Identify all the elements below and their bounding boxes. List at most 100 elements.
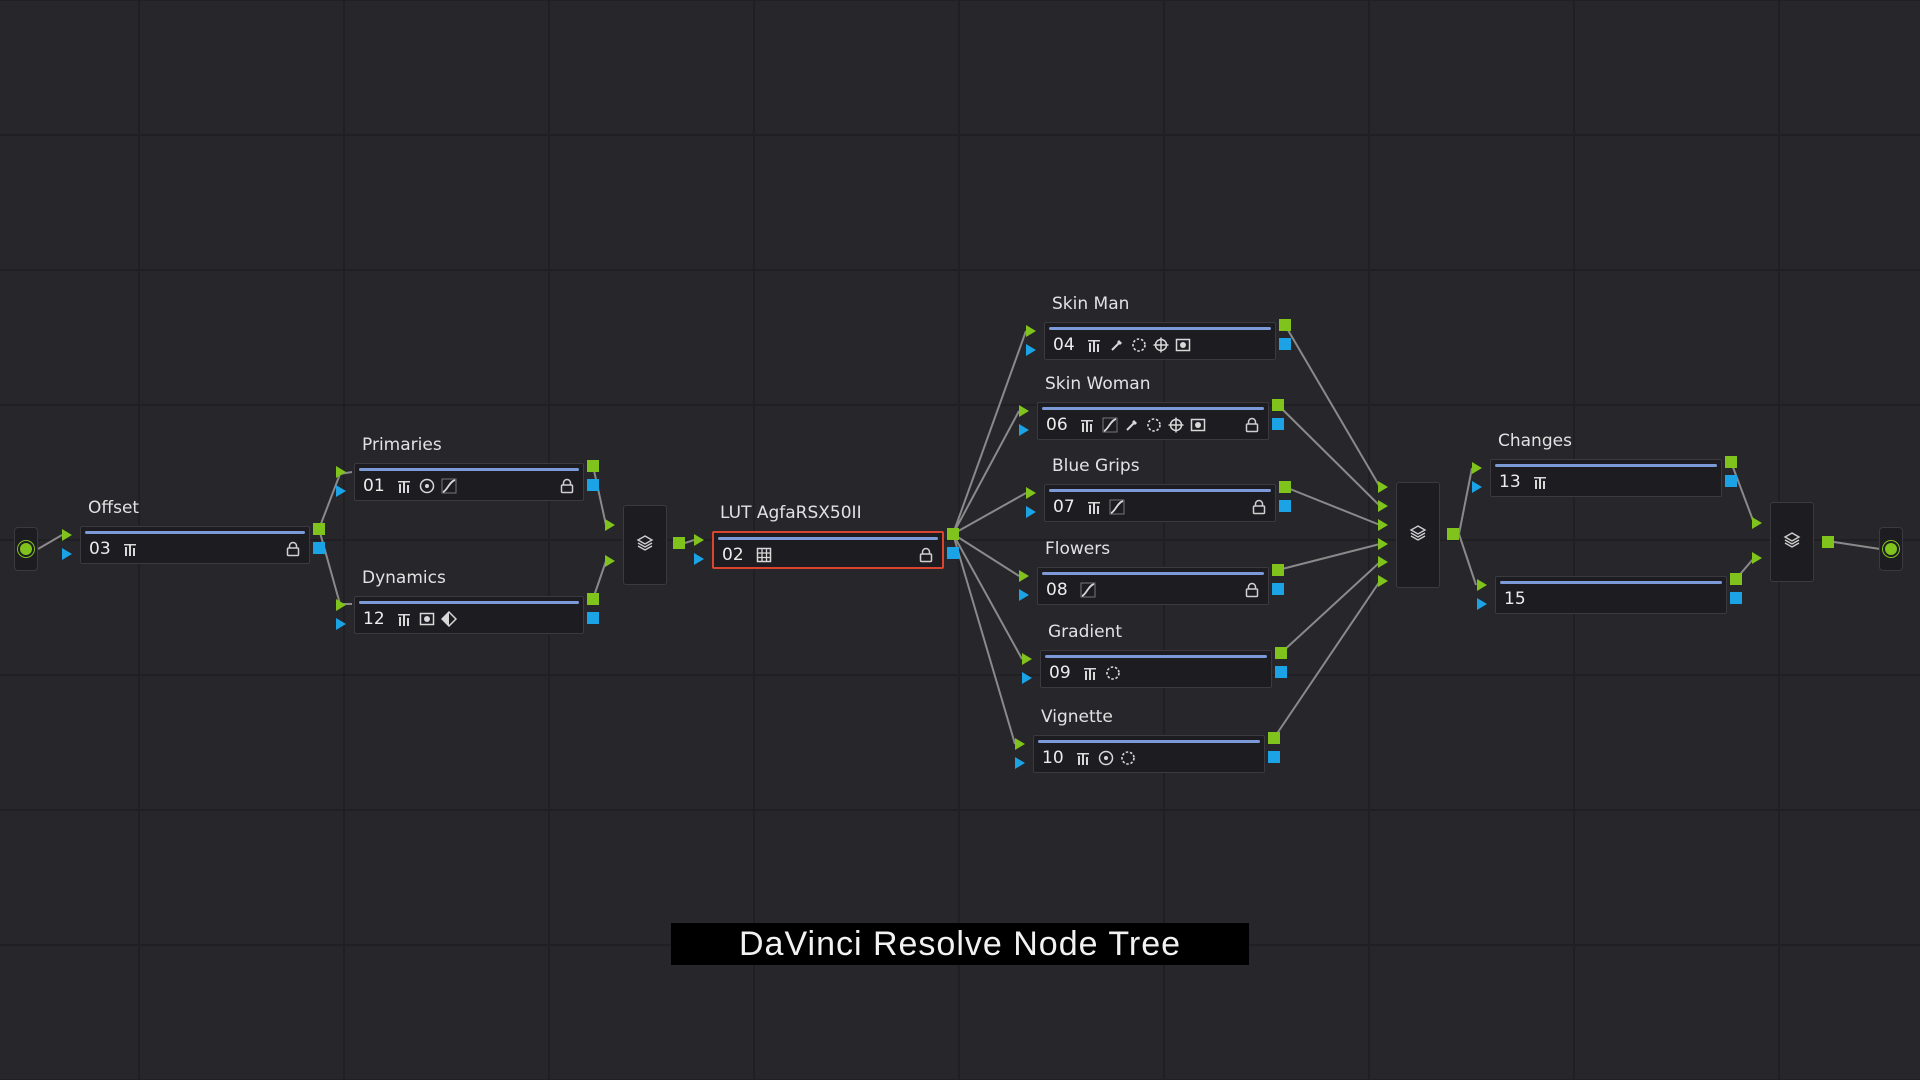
- wire: [1273, 580, 1381, 739]
- rgb-input-port[interactable]: [1026, 325, 1036, 337]
- layer-input-port[interactable]: [1752, 552, 1762, 564]
- layer-output-port[interactable]: [1822, 536, 1834, 548]
- bars-icon: [1080, 417, 1096, 433]
- rgb-input-port[interactable]: [62, 529, 72, 541]
- node-body[interactable]: 09: [1040, 650, 1272, 688]
- rgb-output-port[interactable]: [313, 523, 325, 535]
- rgb-output-port[interactable]: [1279, 319, 1291, 331]
- lock-icon[interactable]: [918, 547, 934, 563]
- alpha-output-port[interactable]: [1268, 751, 1280, 763]
- rgb-output-port[interactable]: [1725, 456, 1737, 468]
- node-body[interactable]: 03: [80, 526, 310, 564]
- layer-output-port[interactable]: [673, 537, 685, 549]
- alpha-output-port[interactable]: [1730, 592, 1742, 604]
- alpha-input-port[interactable]: [1477, 598, 1487, 610]
- tree-output[interactable]: [1879, 527, 1903, 571]
- alpha-input-port[interactable]: [1472, 481, 1482, 493]
- lock-icon[interactable]: [559, 478, 575, 494]
- alpha-input-port[interactable]: [1022, 672, 1032, 684]
- alpha-output-port[interactable]: [947, 547, 959, 559]
- layer-input-port[interactable]: [1378, 575, 1388, 587]
- layer-input-port[interactable]: [1378, 538, 1388, 550]
- rgb-output-port[interactable]: [587, 593, 599, 605]
- node-body[interactable]: 07: [1044, 484, 1276, 522]
- layer-mixer-3[interactable]: [1770, 502, 1814, 582]
- rgb-output-port[interactable]: [1272, 399, 1284, 411]
- rgb-input-port[interactable]: [336, 466, 346, 478]
- layer-input-port[interactable]: [1378, 556, 1388, 568]
- rgb-output-port[interactable]: [947, 528, 959, 540]
- alpha-input-port[interactable]: [336, 485, 346, 497]
- node-body[interactable]: 15: [1495, 576, 1727, 614]
- alpha-output-port[interactable]: [1272, 418, 1284, 430]
- alpha-output-port[interactable]: [1725, 475, 1737, 487]
- rgb-output-port[interactable]: [1268, 732, 1280, 744]
- lock-icon[interactable]: [1244, 582, 1260, 598]
- rgb-input-port[interactable]: [1015, 738, 1025, 750]
- node-dynamics[interactable]: Dynamics 12: [336, 568, 599, 634]
- layer-mixer-1[interactable]: [623, 505, 667, 585]
- node-body[interactable]: 02: [712, 531, 944, 569]
- alpha-output-port[interactable]: [1275, 666, 1287, 678]
- alpha-input-port[interactable]: [62, 548, 72, 560]
- rgb-input-port[interactable]: [1019, 405, 1029, 417]
- layer-input-port[interactable]: [1378, 500, 1388, 512]
- rgb-output-port[interactable]: [1275, 647, 1287, 659]
- lock-icon[interactable]: [285, 541, 301, 557]
- layer-input-port[interactable]: [605, 519, 615, 531]
- node-body[interactable]: 13: [1490, 459, 1722, 497]
- alpha-output-port[interactable]: [587, 612, 599, 624]
- node-body[interactable]: 12: [354, 596, 584, 634]
- rgb-input-port[interactable]: [1026, 487, 1036, 499]
- layer-input-port[interactable]: [1378, 481, 1388, 493]
- alpha-output-port[interactable]: [587, 479, 599, 491]
- node-body[interactable]: 04: [1044, 322, 1276, 360]
- node-body[interactable]: 10: [1033, 735, 1265, 773]
- alpha-input-port[interactable]: [694, 553, 704, 565]
- rgb-input-port[interactable]: [1472, 462, 1482, 474]
- alpha-input-port[interactable]: [1026, 344, 1036, 356]
- rgb-output-port[interactable]: [1730, 573, 1742, 585]
- lock-icon[interactable]: [1244, 417, 1260, 433]
- alpha-input-port[interactable]: [1015, 757, 1025, 769]
- rgb-input-port[interactable]: [336, 599, 346, 611]
- alpha-input-port[interactable]: [336, 618, 346, 630]
- rgb-input-port[interactable]: [1477, 579, 1487, 591]
- alpha-output-port[interactable]: [1279, 500, 1291, 512]
- node-label: Dynamics: [362, 568, 446, 588]
- alpha-output-port[interactable]: [1272, 583, 1284, 595]
- alpha-input-port[interactable]: [1019, 424, 1029, 436]
- layer-input-port[interactable]: [1752, 517, 1762, 529]
- layer-output-port[interactable]: [1447, 528, 1459, 540]
- node-body[interactable]: 06: [1037, 402, 1269, 440]
- rgb-input-port[interactable]: [694, 534, 704, 546]
- rgb-output-port[interactable]: [1279, 481, 1291, 493]
- lock-icon[interactable]: [1251, 499, 1267, 515]
- rgb-input-port[interactable]: [1019, 570, 1029, 582]
- rgb-input-port[interactable]: [1022, 653, 1032, 665]
- alpha-input-port[interactable]: [1026, 506, 1036, 518]
- rgb-output-port[interactable]: [587, 460, 599, 472]
- node-number: 15: [1504, 589, 1526, 609]
- layer-mixer-2[interactable]: [1396, 482, 1440, 588]
- alpha-input-port[interactable]: [1019, 589, 1029, 601]
- node-body[interactable]: 01: [354, 463, 584, 501]
- node-body[interactable]: 08: [1037, 567, 1269, 605]
- layer-input-port[interactable]: [605, 555, 615, 567]
- rgb-output-port[interactable]: [1272, 564, 1284, 576]
- layer-input-port[interactable]: [1378, 519, 1388, 531]
- source-input[interactable]: [14, 527, 38, 571]
- alpha-output-port[interactable]: [1279, 338, 1291, 350]
- alpha-output-port[interactable]: [313, 542, 325, 554]
- node-node15[interactable]: 15: [1477, 573, 1742, 614]
